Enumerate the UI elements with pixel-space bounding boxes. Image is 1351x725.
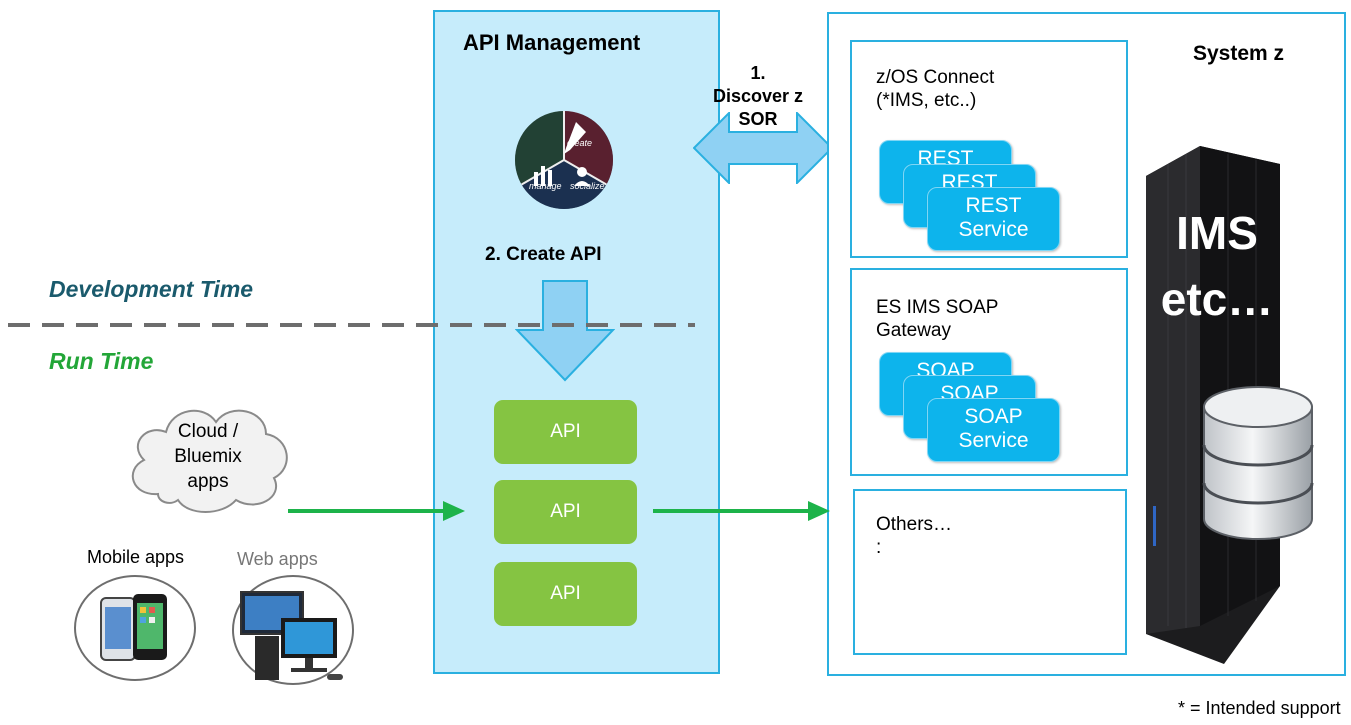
soap-service-card-3: SOAP Service <box>927 398 1060 462</box>
web-devices-icon <box>232 575 354 685</box>
api-button-2[interactable]: API <box>494 480 637 544</box>
system-z-title: System z <box>1193 42 1285 65</box>
create-api-label: 2. Create API <box>485 244 602 265</box>
web-apps-label: Web apps <box>237 549 318 569</box>
others-box <box>853 489 1127 655</box>
api-lifecycle-wheel-icon <box>515 111 613 209</box>
wheel-label-socialize: socialize <box>570 181 605 191</box>
database-icon <box>1202 386 1314 540</box>
zos-connect-title: z/OS Connect (*IMS, etc..) <box>876 67 995 111</box>
api-to-system-arrow <box>653 501 830 521</box>
run-time-label: Run Time <box>49 348 154 374</box>
api-button-1[interactable]: API <box>494 400 637 464</box>
client-to-api-arrow <box>288 501 465 521</box>
api-management-title: API Management <box>463 30 641 55</box>
mobile-apps-label: Mobile apps <box>87 547 185 567</box>
wheel-label-create: create <box>567 138 593 148</box>
wheel-label-manage: manage <box>529 181 562 191</box>
discover-label: 1. Discover z SOR <box>712 63 804 129</box>
others-title: Others… : <box>876 514 953 558</box>
rest-service-card-3: REST Service <box>927 187 1060 251</box>
cloud-apps-label: Cloud / Bluemix apps <box>174 421 242 492</box>
dev-run-separator-line <box>8 323 695 327</box>
cloud-icon <box>131 409 288 513</box>
create-api-down-arrow <box>515 280 615 382</box>
mobile-devices-icon <box>74 575 196 681</box>
api-button-3[interactable]: API <box>494 562 637 626</box>
development-time-label: Development Time <box>49 276 254 302</box>
discover-double-arrow <box>693 112 833 184</box>
footnote: * = Intended support <box>1178 698 1341 718</box>
soap-gateway-title: ES IMS SOAP Gateway <box>876 297 999 341</box>
mainframe-label: IMS etc… <box>1160 207 1274 325</box>
